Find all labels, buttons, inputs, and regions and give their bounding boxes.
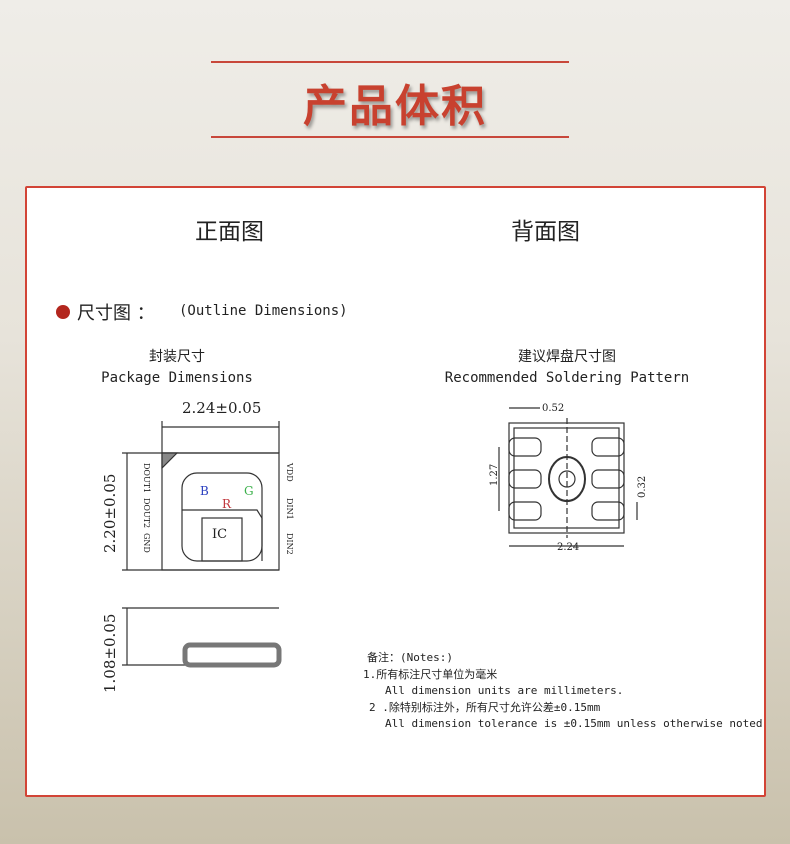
front-view-label: 正面图: [195, 219, 264, 245]
back-view-label: 背面图: [511, 219, 580, 245]
package-drawing: 2.24±0.05 2.20±0.05 DOUT1 DOUT2 GND VDD …: [101, 399, 294, 693]
pin-label: DIN2: [285, 533, 294, 555]
width-dimension: 2.24±0.05: [182, 399, 261, 417]
pattern-title-en: Recommended Soldering Pattern: [444, 370, 690, 386]
pin-label: VDD: [285, 462, 294, 482]
section-title: 尺寸图 ：: [77, 303, 155, 324]
pin-label: GND: [142, 533, 151, 553]
pin-label: DIN1: [285, 498, 294, 520]
note-cn: 1.所有标注尺寸单位为毫米: [363, 667, 498, 681]
note-en: All dimension tolerance is ±0.15mm unles…: [385, 717, 763, 730]
thickness-dimension: 1.08±0.05: [101, 614, 119, 693]
soldering-pattern-drawing: 0.52 1.27 0.32 2.24: [489, 403, 648, 553]
section-subtitle: (Outline Dimensions): [179, 303, 348, 319]
notes-heading: 备注：(Notes:): [367, 651, 453, 664]
pitch-label: 1.27: [489, 464, 500, 486]
chip-label-r: R: [222, 497, 232, 511]
package-title-en: Package Dimensions: [101, 370, 253, 386]
pattern-title-cn: 建议焊盘尺寸图: [518, 349, 616, 365]
chip-label-g: G: [244, 484, 254, 498]
pad-height-label: 0.32: [637, 476, 648, 498]
pad-width-label: 0.52: [542, 403, 564, 414]
page-title: 产品体积: [303, 81, 487, 132]
header-line-bottom: [211, 136, 569, 138]
header-line-top: [211, 61, 569, 63]
note-en: All dimension units are millimeters.: [385, 684, 624, 697]
chip-label-b: B: [200, 484, 209, 498]
dimensions-card: 正面图 背面图 尺寸图 ： (Outline Dimensions) 封装尺寸 …: [25, 186, 766, 797]
total-width-label: 2.24: [557, 542, 579, 553]
notes: 备注：(Notes:) 1.所有标注尺寸单位为毫米 All dimension …: [363, 650, 763, 733]
bullet-icon: [56, 305, 70, 319]
pin-label: DOUT2: [142, 498, 151, 528]
chip-label-ic: IC: [212, 527, 227, 542]
note-cn: 2 .除特别标注外，所有尺寸允许公差±0.15mm: [369, 700, 601, 714]
package-title-cn: 封装尺寸: [149, 349, 205, 365]
height-dimension: 2.20±0.05: [101, 474, 119, 553]
pin-label: DOUT1: [142, 463, 151, 493]
